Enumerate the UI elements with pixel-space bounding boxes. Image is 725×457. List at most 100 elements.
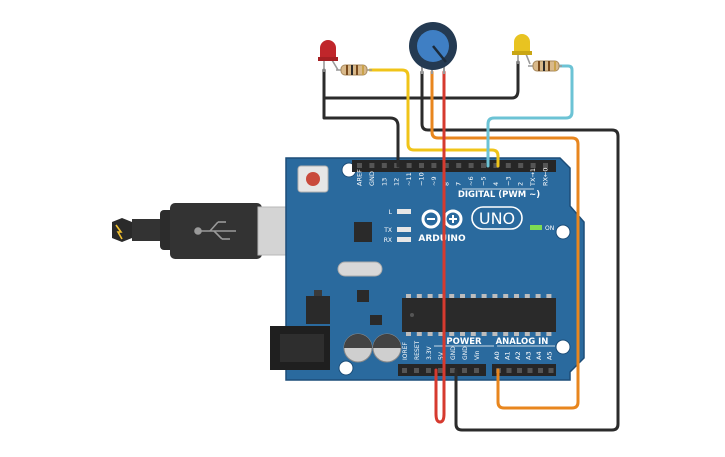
digital-pin-hole[interactable] <box>481 163 486 168</box>
digital-pin-hole[interactable] <box>493 163 499 168</box>
chip-pin <box>427 294 433 298</box>
power-pin-label: IOREF <box>402 342 409 360</box>
chip-pin <box>416 332 422 336</box>
analog-pin-hole[interactable] <box>548 368 554 373</box>
digital-pin-label: GND <box>368 171 376 186</box>
digital-pin-hole[interactable] <box>443 163 449 168</box>
chip-pin <box>449 294 455 298</box>
digital-pin-hole[interactable] <box>381 163 387 168</box>
power-pin-label: Vin <box>474 350 481 360</box>
chip-pin <box>503 294 509 298</box>
atmega-microcontroller <box>402 298 556 332</box>
wire-cyan-pin6[interactable] <box>486 64 574 168</box>
digital-pin-hole[interactable] <box>468 163 474 168</box>
power-pin-hole[interactable] <box>438 368 443 373</box>
analog-pin-hole[interactable] <box>506 368 512 373</box>
resistor-2-band-4 <box>554 61 556 71</box>
power-pin-label: GND <box>450 346 457 360</box>
analog-header-label: ANALOG IN <box>496 337 549 347</box>
digital-pin-label: AREF <box>356 169 364 186</box>
digital-pin-hole[interactable] <box>505 163 511 168</box>
crystal-oscillator <box>337 261 383 277</box>
analog-pin-hole[interactable] <box>527 368 533 373</box>
usb-plug-tip <box>112 218 132 242</box>
small-chip <box>357 290 369 302</box>
digital-pin-hole[interactable] <box>419 163 424 168</box>
power-pin-hole[interactable] <box>474 368 479 373</box>
analog-pin-label: A2 <box>514 351 522 360</box>
digital-pin-label: ~11 <box>405 172 413 186</box>
digital-pin-label: ~3 <box>504 176 512 186</box>
digital-header <box>352 160 556 172</box>
digital-pin-hole[interactable] <box>530 163 536 168</box>
wire-yellow-pin5[interactable] <box>368 68 500 168</box>
wire-orange-a0[interactable] <box>430 70 580 410</box>
potentiometer[interactable] <box>409 22 457 74</box>
power-pin-hole[interactable] <box>414 368 419 373</box>
analog-pin-hole[interactable] <box>538 368 543 373</box>
yellow-led-leg-2 <box>525 53 531 65</box>
digital-pin-label: ~9 <box>430 176 438 186</box>
chip-pin <box>416 294 422 298</box>
chip-pin <box>481 332 487 336</box>
power-pin-hole[interactable] <box>402 368 407 373</box>
chip-pin <box>406 332 411 336</box>
on-led <box>530 225 542 230</box>
power-pin-hole[interactable] <box>426 368 431 373</box>
digital-pin-label: 8 <box>442 182 450 186</box>
chip-pin <box>524 294 530 298</box>
resistor-1-band-4 <box>362 65 364 75</box>
chip-pin <box>524 332 530 336</box>
digital-pin-hole[interactable] <box>456 163 462 168</box>
resistor-2-band-3 <box>548 61 550 71</box>
red-led[interactable] <box>318 40 339 72</box>
chip-pin <box>546 294 552 298</box>
power-header-label: POWER <box>446 337 482 347</box>
usb-bolt-icon <box>115 224 123 240</box>
power-pin-hole[interactable] <box>450 368 455 373</box>
wire-black-gnd[interactable] <box>322 68 400 168</box>
analog-pin-hole[interactable] <box>517 368 522 373</box>
resistor-2[interactable] <box>528 60 562 72</box>
wire-red-5v[interactable] <box>434 70 446 424</box>
digital-pin-label: 4 <box>492 182 500 186</box>
red-led-leg-2 <box>331 59 339 71</box>
wire-black-rail[interactable] <box>322 60 520 100</box>
wire-black-pot-gnd[interactable] <box>420 70 620 432</box>
uno-model-label: UNO <box>479 209 515 228</box>
chip-pin <box>406 294 411 298</box>
uno-badge <box>471 206 523 230</box>
analog-pin-label: A5 <box>546 351 554 360</box>
digital-pin-label: ~10 <box>418 172 426 186</box>
digital-pin-hole[interactable] <box>518 163 524 168</box>
digital-pin-hole[interactable] <box>369 163 375 168</box>
usb-chip <box>354 222 372 242</box>
digital-pin-hole[interactable] <box>357 163 362 168</box>
capacitor-1-top <box>344 334 372 348</box>
digital-pin-hole[interactable] <box>543 163 548 168</box>
mounting-hole-3 <box>555 339 571 355</box>
resistor-1[interactable] <box>336 64 372 76</box>
digital-pin-hole[interactable] <box>431 163 437 168</box>
power-pin-label: 3.3V <box>426 345 433 360</box>
digital-header-label: DIGITAL (PWM ~) <box>458 190 540 200</box>
wires <box>322 60 620 432</box>
mounting-hole-4 <box>338 360 354 376</box>
digital-pin-label: 2 <box>517 182 525 186</box>
digital-pin-label: RX←0 <box>542 167 550 186</box>
chip-pin <box>460 294 465 298</box>
power-pin-hole[interactable] <box>462 368 467 373</box>
led-tx-label: TX <box>383 227 392 234</box>
led-l <box>397 209 411 214</box>
digital-pin-hole[interactable] <box>406 163 412 168</box>
analog-pin-label: A3 <box>525 351 533 360</box>
resistor-2-band-1 <box>538 61 540 71</box>
analog-header <box>492 364 556 376</box>
mounting-hole-2 <box>555 224 571 240</box>
microcontroller-pins <box>406 294 552 336</box>
yellow-led[interactable] <box>512 34 532 65</box>
